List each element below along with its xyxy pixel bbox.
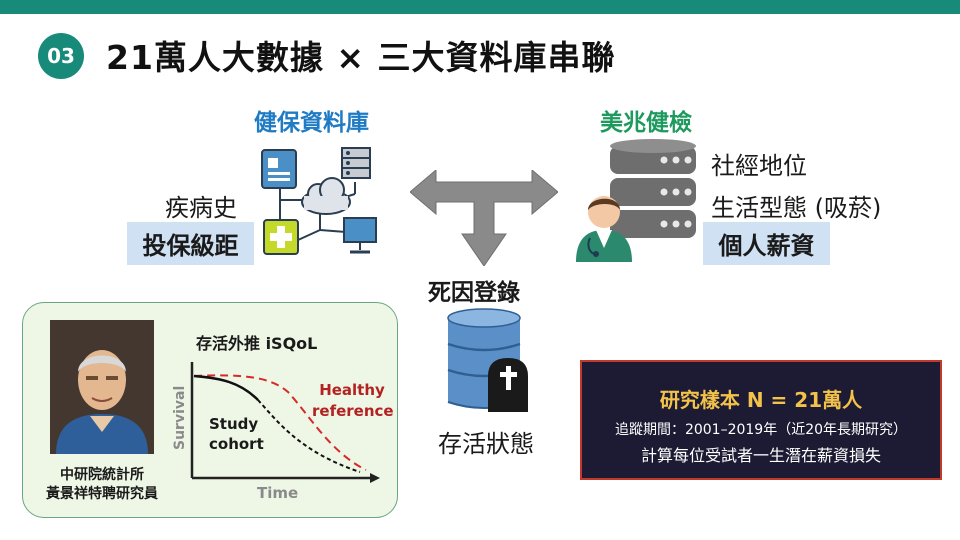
healthy-reference-curve <box>193 374 367 471</box>
portrait-photo <box>50 320 154 454</box>
x-axis-label: Time <box>257 484 299 502</box>
follow-up-period: 追蹤期間：2001–2019年（近20年長期研究） <box>614 422 908 438</box>
top-accent-bar <box>0 0 960 14</box>
survival-status-label: 存活狀態 <box>438 430 534 458</box>
study-cohort-curve <box>193 374 259 401</box>
nhi-database-header: 健保資料庫 <box>254 110 369 136</box>
personal-salary-highlight: 個人薪資 <box>703 222 830 265</box>
lifestyle-smoking-label: 生活型態 (吸菸) <box>711 194 882 222</box>
slide-title: 21萬人大數據 × 三大資料庫串聯 <box>106 38 616 77</box>
chart-title: 存活外推 iSQoL <box>196 334 318 353</box>
insurance-bracket-label: 投保級距 <box>142 232 239 260</box>
server-doctor-icon <box>576 139 696 262</box>
study-cohort-label: Study cohort <box>209 415 264 453</box>
socioeconomic-label: 社經地位 <box>711 152 807 180</box>
slide-number-badge: 03 <box>38 33 84 79</box>
x-axis-arrow <box>370 473 380 483</box>
death-registry-label: 死因登錄 <box>428 280 520 306</box>
personal-salary-label: 個人薪資 <box>718 232 815 260</box>
salary-loss-note: 計算每位受試者一生潛在薪資損失 <box>640 446 881 465</box>
y-axis-label: Survival <box>172 385 188 450</box>
study-extrapolation-curve <box>257 399 361 473</box>
photo-caption-institute: 中研院統計所 <box>60 467 144 483</box>
sample-heading: 研究樣本 N = 21萬人 <box>659 388 863 412</box>
mj-health-header: 美兆健檢 <box>600 110 692 136</box>
disease-history-label: 疾病史 <box>165 194 237 222</box>
slide-number: 03 <box>47 44 75 68</box>
insurance-bracket-highlight: 投保級距 <box>127 222 254 265</box>
three-way-arrow-icon <box>410 170 558 266</box>
database-tombstone-icon <box>447 308 528 412</box>
network-database-icon <box>261 147 377 255</box>
photo-caption-name: 黃景祥特聘研究員 <box>46 486 158 502</box>
healthy-reference-label: Healthy reference <box>312 381 394 420</box>
research-sample-box: 研究樣本 N = 21萬人 追蹤期間：2001–2019年（近20年長期研究） … <box>580 360 942 480</box>
survival-chart <box>190 362 380 483</box>
